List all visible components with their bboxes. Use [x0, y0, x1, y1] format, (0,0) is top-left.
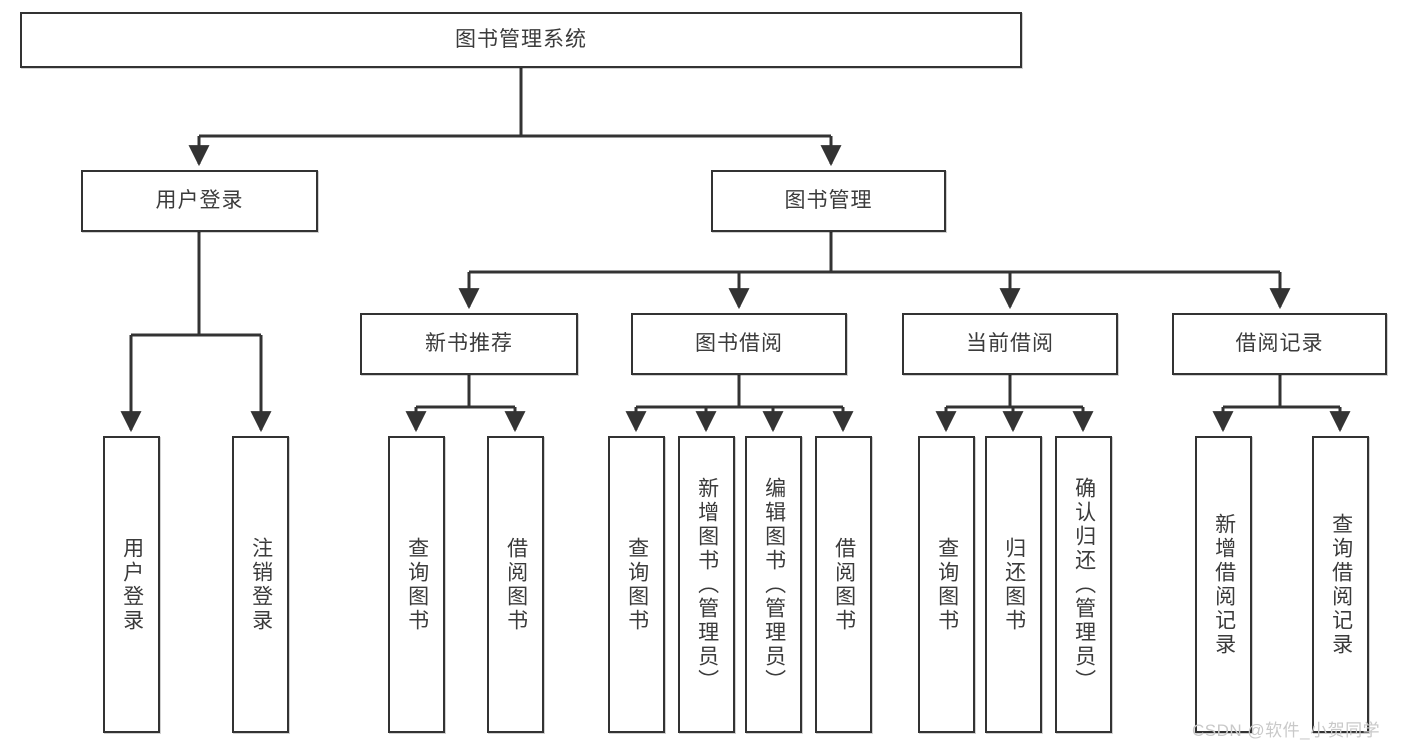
node-borrow-records-label: 借阅记录 [1235, 332, 1324, 356]
leaf-add-borrow-record-label: 新增借阅记录 [1212, 512, 1236, 657]
leaf-return-book-label: 归还图书 [1002, 536, 1026, 633]
leaf-confirm-return-admin-label: 确认归还（管理员） [1072, 476, 1096, 693]
node-current-borrow-label: 当前借阅 [966, 332, 1054, 356]
csdn-watermark: CSDN @软件_小贺同学 [1192, 721, 1381, 740]
leaf-borrow-book-borrow[interactable]: 借阅图书 [815, 436, 872, 733]
leaf-add-borrow-record[interactable]: 新增借阅记录 [1195, 436, 1252, 733]
node-user-login-label: 用户登录 [155, 189, 244, 213]
leaf-edit-book-admin-label: 编辑图书（管理员） [762, 476, 786, 693]
leaf-query-book-borrow-label: 查询图书 [625, 536, 649, 633]
node-book-borrow[interactable]: 图书借阅 [631, 313, 847, 375]
leaf-query-book-current[interactable]: 查询图书 [918, 436, 975, 733]
node-new-book-recommend-label: 新书推荐 [425, 332, 513, 356]
node-book-management[interactable]: 图书管理 [711, 170, 946, 232]
leaf-borrow-book-newbook-label: 借阅图书 [504, 536, 528, 633]
leaf-add-book-admin-label: 新增图书（管理员） [695, 476, 719, 693]
node-root[interactable]: 图书管理系统 [20, 12, 1022, 68]
node-book-management-label: 图书管理 [784, 189, 873, 213]
leaf-borrow-book-borrow-label: 借阅图书 [832, 536, 856, 633]
leaf-query-book-current-label: 查询图书 [935, 536, 959, 633]
leaf-query-book-borrow[interactable]: 查询图书 [608, 436, 665, 733]
node-new-book-recommend[interactable]: 新书推荐 [360, 313, 578, 375]
node-root-label: 图书管理系统 [455, 28, 587, 52]
leaf-logout[interactable]: 注销登录 [232, 436, 289, 733]
leaf-query-borrow-record-label: 查询借阅记录 [1329, 512, 1353, 657]
leaf-return-book[interactable]: 归还图书 [985, 436, 1042, 733]
node-current-borrow[interactable]: 当前借阅 [902, 313, 1118, 375]
leaf-query-borrow-record[interactable]: 查询借阅记录 [1312, 436, 1369, 733]
leaf-add-book-admin[interactable]: 新增图书（管理员） [678, 436, 735, 733]
node-borrow-records[interactable]: 借阅记录 [1172, 313, 1387, 375]
leaf-query-book-newbook[interactable]: 查询图书 [388, 436, 445, 733]
leaf-borrow-book-newbook[interactable]: 借阅图书 [487, 436, 544, 733]
leaf-logout-label: 注销登录 [249, 536, 273, 633]
leaf-edit-book-admin[interactable]: 编辑图书（管理员） [745, 436, 802, 733]
leaf-query-book-newbook-label: 查询图书 [405, 536, 429, 633]
node-book-borrow-label: 图书借阅 [695, 332, 783, 356]
node-user-login[interactable]: 用户登录 [81, 170, 318, 232]
leaf-user-login[interactable]: 用户登录 [103, 436, 160, 733]
leaf-user-login-label: 用户登录 [120, 536, 144, 633]
leaf-confirm-return-admin[interactable]: 确认归还（管理员） [1055, 436, 1112, 733]
